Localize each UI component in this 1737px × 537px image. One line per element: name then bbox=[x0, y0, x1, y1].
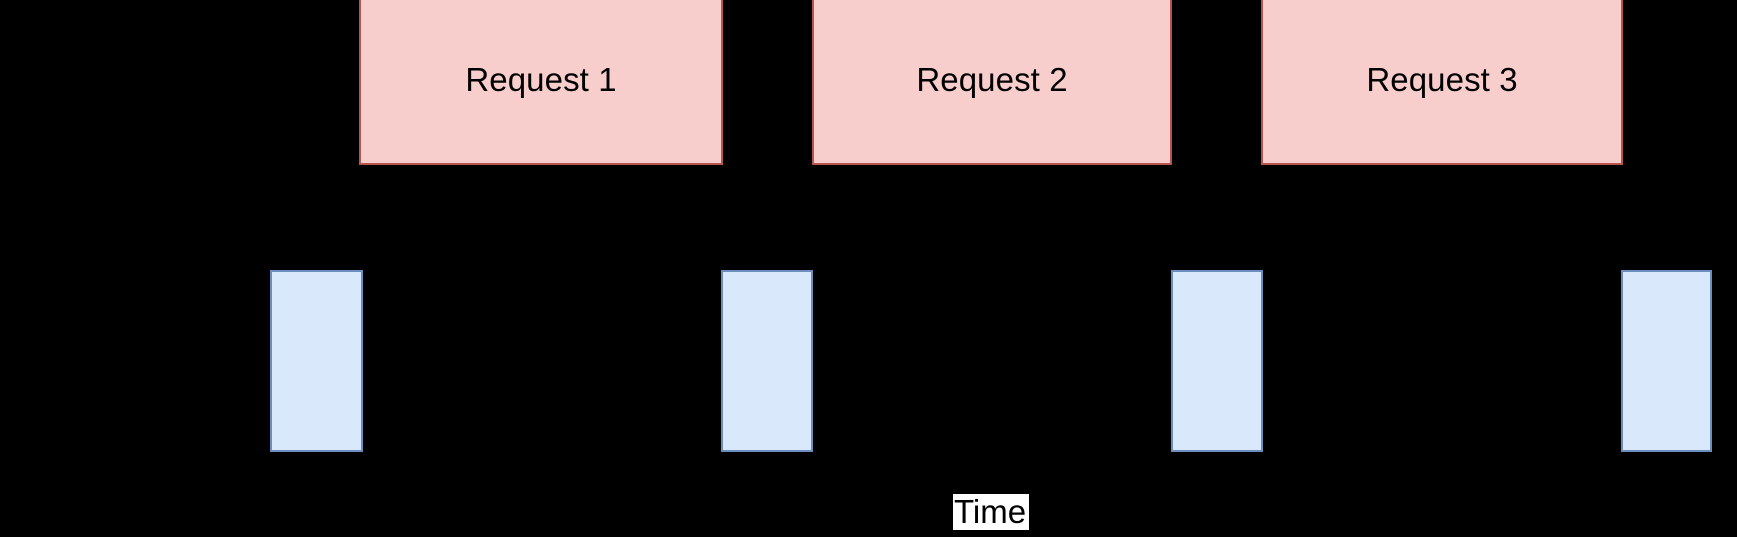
request-block-1[interactable]: Request 1 bbox=[359, 0, 723, 165]
request-block-3[interactable]: Request 3 bbox=[1261, 0, 1623, 165]
request-block-2-label: Request 2 bbox=[916, 61, 1068, 98]
time-tick-2[interactable] bbox=[721, 270, 813, 452]
time-axis-caption: Time bbox=[953, 494, 1029, 530]
time-tick-4[interactable] bbox=[1621, 270, 1712, 452]
time-tick-1[interactable] bbox=[270, 270, 363, 452]
time-tick-3[interactable] bbox=[1171, 270, 1263, 452]
request-block-1-label: Request 1 bbox=[465, 61, 617, 98]
request-block-3-label: Request 3 bbox=[1366, 61, 1518, 98]
request-block-2[interactable]: Request 2 bbox=[812, 0, 1172, 165]
